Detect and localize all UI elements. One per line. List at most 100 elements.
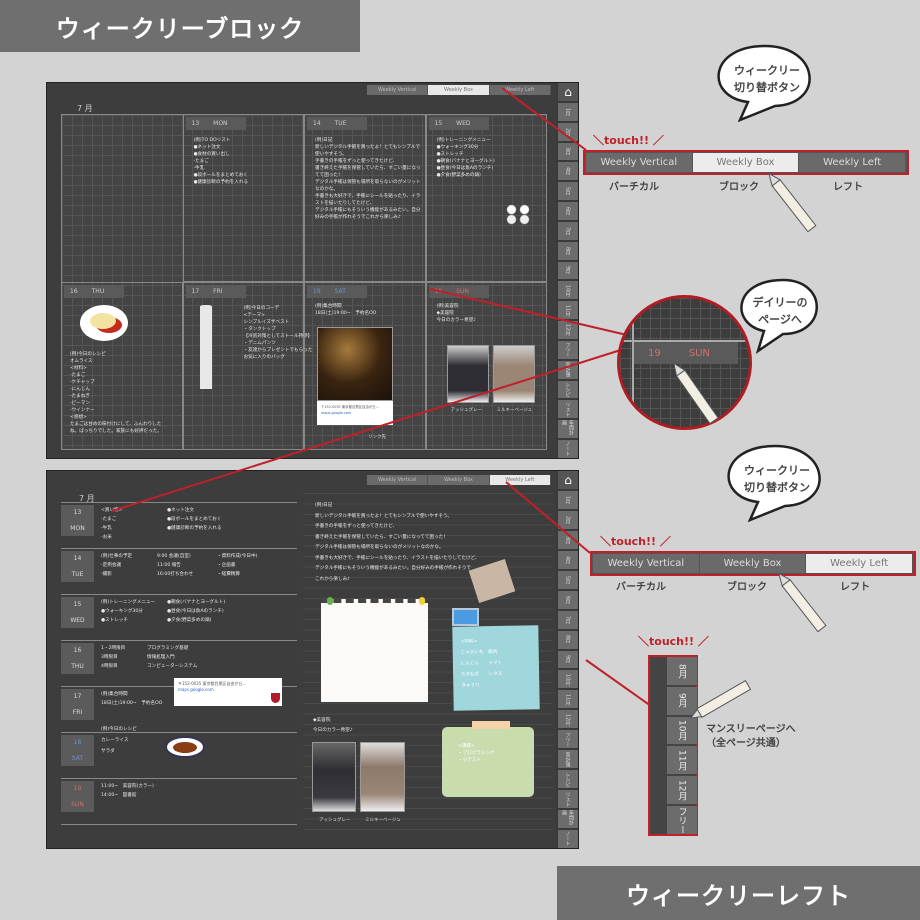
sidebar-tab-month[interactable]: 5月 <box>558 570 578 589</box>
text-line: これから楽しみ♪ <box>315 576 351 582</box>
sidebar-tab-month[interactable]: 6月 <box>558 202 578 220</box>
sidebar-tab-month[interactable]: ノート <box>558 829 578 848</box>
text-line: カレーライス <box>101 738 129 743</box>
sidebar-tab-month[interactable]: 1月 <box>558 491 578 509</box>
sidebar-tab-month[interactable]: 2月 <box>558 122 578 141</box>
sidebar-tab-month[interactable]: 10月 <box>558 670 578 689</box>
day-of-week: MON <box>70 524 85 532</box>
text-line: -たまご <box>70 373 86 378</box>
sidebar-tab-month[interactable]: フリー <box>558 730 578 749</box>
sidebar-tab-month[interactable]: ノート <box>558 440 578 458</box>
sidebar-tab-month[interactable]: 7月 <box>558 610 578 629</box>
text-line: 14:00~ 図書館 <box>101 793 137 798</box>
sidebar-tab-month[interactable]: 12月 <box>558 321 578 339</box>
sidebar-tab-month[interactable]: 3月 <box>558 142 578 161</box>
sidebar-tab-month[interactable]: 8月 <box>558 241 578 260</box>
text-line: ●食材の買い出し <box>193 152 230 157</box>
sidebar-tab-month[interactable]: 年間計画 <box>558 420 578 439</box>
monthly-tab[interactable]: 10月 <box>667 716 697 745</box>
sidebar-tab-month[interactable]: 10月 <box>558 281 578 300</box>
link-url[interactable]: maps.google.com <box>178 687 214 692</box>
sidebar-tab-month[interactable]: 2月 <box>558 510 578 529</box>
sidebar-tab-month[interactable]: リスト <box>558 790 578 808</box>
zoom-weekly-vertical[interactable]: Weekly Vertical <box>586 153 692 172</box>
sidebar-tab-month[interactable]: 4月 <box>558 550 578 569</box>
day-number: 13 <box>191 120 200 127</box>
sidebar-tab-month[interactable]: リスト <box>558 400 578 419</box>
zoom-weekly-box[interactable]: Weekly Box <box>692 153 799 172</box>
sidebar-tab-month[interactable]: フリー <box>558 340 578 359</box>
weekly-box-button[interactable]: Weekly Box <box>428 85 490 95</box>
link-url[interactable]: maps.google.com <box>321 411 352 415</box>
blue-tab-sticker <box>452 608 479 626</box>
text-line: -たまご <box>193 159 209 164</box>
text-line: デジタル手帳にもそういう機能があるみたい。自分 <box>315 208 421 213</box>
sidebar-tab-month[interactable]: 12月 <box>558 710 578 729</box>
monthly-tab[interactable]: 11月 <box>667 746 697 775</box>
text-line: 新しいデジタル手帳を買ったよ！とてもシンプルで <box>315 145 421 150</box>
sidebar-tab-month[interactable]: 4月 <box>558 162 578 181</box>
sidebar-tab-month[interactable]: 8月 <box>558 630 578 649</box>
sidebar-tab-month[interactable]: 11月 <box>558 301 578 320</box>
weekly-left-button[interactable]: Weekly Left <box>489 85 551 95</box>
zoom-weekly-vertical[interactable]: Weekly Vertical <box>593 554 699 573</box>
weekly-box-button[interactable]: Weekly Box <box>428 475 490 485</box>
monthly-tab[interactable]: 12月 <box>667 776 697 805</box>
speech-bubble <box>717 44 811 122</box>
sidebar-tab-month[interactable]: 7月 <box>558 221 578 240</box>
text-line: 4時限目 <box>101 664 118 669</box>
sidebar-tab-month[interactable]: 3月 <box>558 530 578 549</box>
text-line: 今日のカラー希望♪ <box>436 318 477 323</box>
map-link-card[interactable]: 〒152-0035 東京都目黒区自由が丘…maps.google.com <box>317 401 393 425</box>
sidebar-tab-month[interactable]: 家計簿 <box>558 750 578 769</box>
title-banner: ウィークリーブロック <box>0 0 360 52</box>
sidebar-tab-month[interactable]: 年間計画 <box>558 810 578 828</box>
touch-label: ＼touch!! ／ <box>593 134 664 147</box>
monthly-tab[interactable]: 9月 <box>667 686 697 715</box>
weekly-switch: Weekly Vertical Weekly Box Weekly Left <box>367 475 551 485</box>
zoom-weekly-box[interactable]: Weekly Box <box>699 554 806 573</box>
text-line: (例)今日のレシピ <box>70 352 106 357</box>
text-line: ●健康診断の予約を入れる <box>167 526 222 531</box>
home-button[interactable]: ⌂ <box>558 83 578 101</box>
sidebar-tab-month[interactable]: 1月 <box>558 103 578 121</box>
day-number: 17 <box>73 693 82 701</box>
weekly-left-button[interactable]: Weekly Left <box>489 475 551 485</box>
text-line: <感想> <box>70 415 87 420</box>
map-link-card[interactable]: 〒152-0035 東京都目黒区自由が丘… maps.google.com <box>174 678 282 706</box>
weekly-vertical-button[interactable]: Weekly Vertical <box>367 85 429 95</box>
switch-bubble-text: ウィークリー 切り替ボタン <box>744 464 810 494</box>
zoom-weekly-left[interactable]: Weekly Left <box>806 554 913 573</box>
sidebar-tab-month[interactable]: レシピ <box>558 380 578 399</box>
sidebar-tab-month[interactable]: レシピ <box>558 770 578 789</box>
weekly-vertical-button[interactable]: Weekly Vertical <box>367 475 429 485</box>
row-divider <box>61 548 297 549</box>
home-button[interactable]: ⌂ <box>558 471 578 489</box>
sidebar-tab-month[interactable]: 9月 <box>558 261 578 280</box>
day-of-week: TUE <box>334 120 347 127</box>
monthly-tab[interactable]: フリー <box>667 806 697 834</box>
snowman-illustration <box>504 203 531 225</box>
sidebar-tab-month[interactable]: 9月 <box>558 650 578 669</box>
zoom-weekly-left[interactable]: Weekly Left <box>799 153 906 172</box>
sidebar-tab-month[interactable]: 5月 <box>558 182 578 201</box>
monthly-tab[interactable]: 8月 <box>667 657 697 685</box>
sidebar-tab-month[interactable]: 6月 <box>558 590 578 609</box>
sidebar-tab-month[interactable]: 11月 <box>558 690 578 709</box>
